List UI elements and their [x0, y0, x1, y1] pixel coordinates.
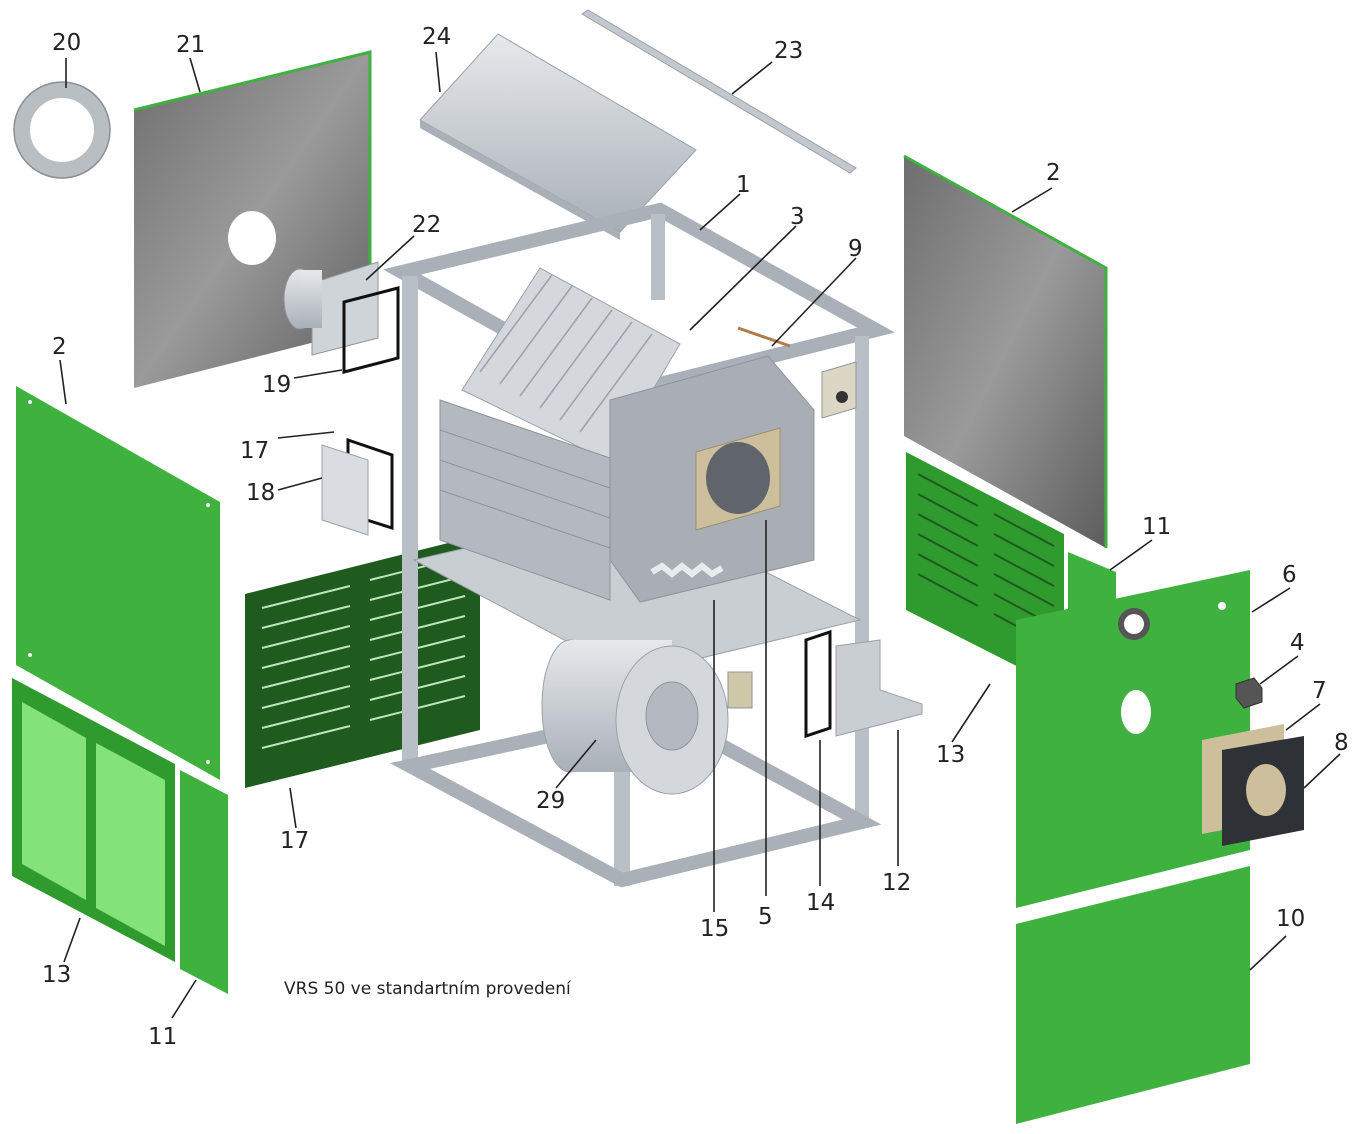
callout-29: 29 — [536, 788, 565, 814]
callout-22: 20 — [52, 30, 81, 56]
callout-5: 5 — [758, 904, 773, 930]
part-29-fan — [541, 639, 753, 795]
callout-18: 17 — [240, 438, 269, 464]
part-5-burner-housing — [609, 355, 815, 603]
callout-19: 18 — [246, 480, 275, 506]
part-4-knob — [1235, 677, 1263, 709]
callout-10: 10 — [1276, 906, 1305, 932]
callout-2-left: 2 — [52, 334, 67, 360]
callout-23: 21 — [176, 32, 205, 58]
part-2-right-panel — [903, 154, 1108, 548]
part-13-left-frame-panel — [12, 678, 175, 962]
callout-9: 9 — [848, 236, 863, 262]
callout-14: 14 — [806, 890, 835, 916]
callout-11-right: 11 — [1142, 514, 1171, 540]
part-24-strip — [581, 9, 857, 174]
part-12-bracket — [835, 639, 923, 737]
callout-8: 8 — [1334, 730, 1349, 756]
part-9-control-box — [737, 326, 857, 419]
leader-lines — [59, 51, 1341, 1019]
callout-2-right: 2 — [1046, 160, 1061, 186]
callout-7: 7 — [1312, 678, 1327, 704]
callout-15: 15 — [700, 916, 729, 942]
callout-13-left: 13 — [42, 962, 71, 988]
part-14-gasket — [804, 629, 832, 739]
part-6-front-panel — [1016, 570, 1250, 908]
callout-13-right: 13 — [936, 742, 965, 768]
callout-3: 3 — [790, 204, 805, 230]
part-15-spiral — [650, 562, 724, 578]
diagram-caption: VRS 50 ve standartním provedení — [284, 979, 572, 999]
callout-12: 12 — [882, 870, 911, 896]
part-22-ring — [13, 81, 111, 179]
callout-labels: 20 21 24 23 1 3 9 22 19 17 18 2 2 11 6 4… — [42, 24, 1349, 1050]
callout-21: 22 — [412, 212, 441, 238]
callout-1: 1 — [736, 172, 751, 198]
part-20-gasket — [342, 286, 400, 374]
part-2-left-panel — [16, 386, 220, 780]
part-25-top-cover — [419, 33, 697, 240]
callout-24: 23 — [774, 38, 803, 64]
part-10-bottom-panel — [1016, 866, 1250, 1124]
part-8-plate — [1222, 736, 1304, 846]
callout-20: 19 — [262, 372, 291, 398]
part-18-19-cover — [321, 437, 394, 536]
callout-11-left: 11 — [148, 1024, 177, 1050]
part-11-left-strip — [180, 770, 228, 994]
callout-4: 4 — [1290, 630, 1305, 656]
callout-17: 17 — [280, 828, 309, 854]
callout-25: 24 — [422, 24, 451, 50]
callout-6: 6 — [1282, 562, 1297, 588]
